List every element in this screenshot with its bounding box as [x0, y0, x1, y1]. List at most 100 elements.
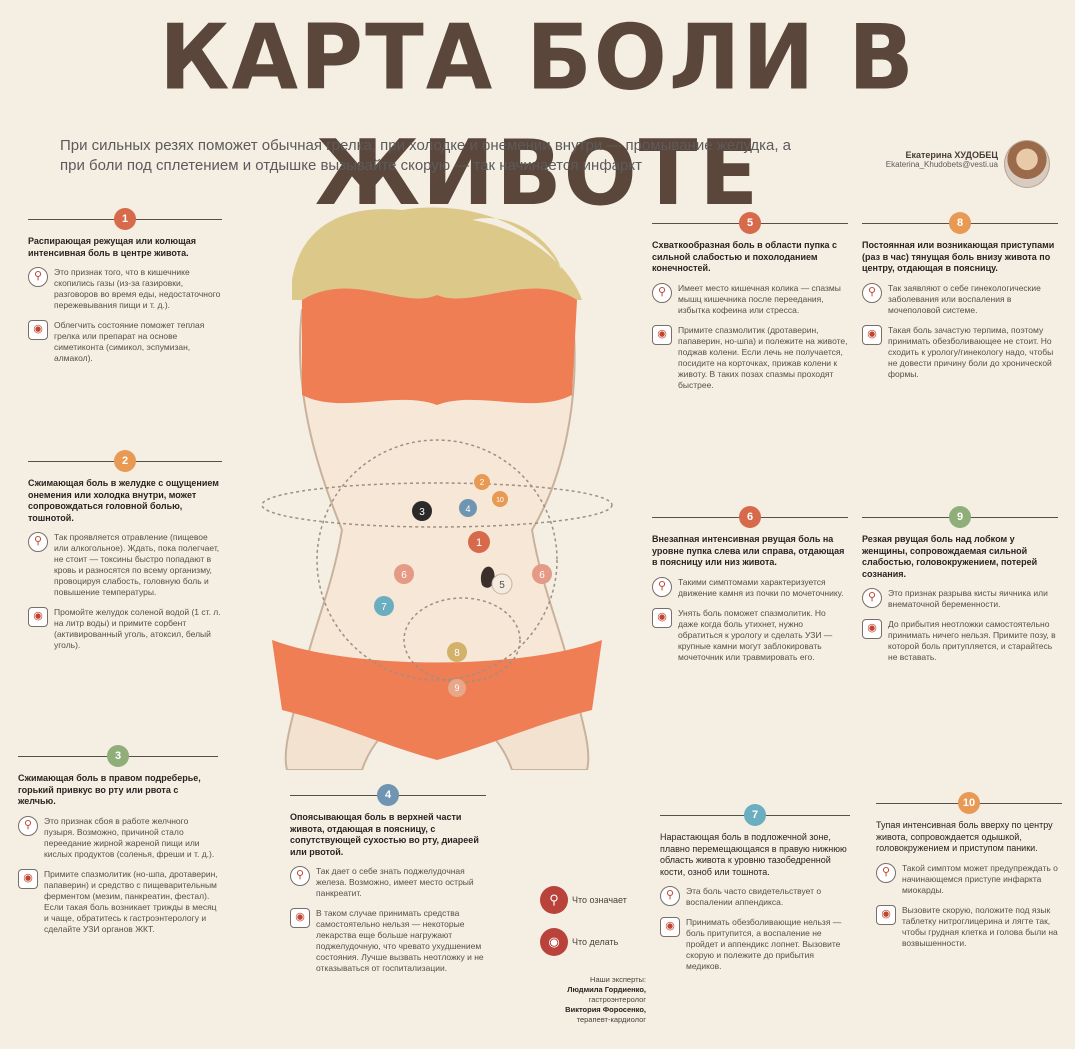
author-block: Екатерина ХУДОБЕЦ Ekaterina_Khudobets@ve…: [848, 150, 998, 169]
section-6: 6 Внезапная интенсивная рвущая боль на у…: [652, 506, 848, 672]
zone-circle-main: [316, 439, 558, 681]
section-todo: Принимать обезболивающие нельзя — боль п…: [686, 917, 842, 971]
section-todo: Примите спазмолитик (но-шпа, дротаверин,…: [44, 868, 218, 934]
magnifier-icon: ⚲: [862, 588, 882, 608]
legend-means: ⚲Что означает: [540, 886, 650, 914]
marker-label: 6: [539, 570, 545, 581]
marker-label: 3: [419, 507, 425, 518]
section-todo: В таком случае принимать средства самост…: [316, 908, 484, 973]
section-heading: Резкая рвущая боль над лобком у женщины,…: [862, 534, 1038, 579]
marker-label: 6: [401, 570, 407, 581]
expert-2-role: терапевт-кардиолог: [576, 1015, 646, 1024]
camera-icon: ◉: [28, 607, 48, 627]
section-todo: Вызовите скорую, положите под язык табле…: [902, 904, 1058, 948]
section-heading: Опоясывающая боль в верхней части живота…: [290, 812, 479, 857]
experts-block: Наши эксперты: Людмила Гордиенко, гастро…: [496, 975, 646, 1025]
section-1: 1 Распирающая режущая или колющая интенс…: [28, 208, 222, 373]
magnifier-icon: ⚲: [876, 862, 896, 883]
marker-label: 8: [454, 648, 460, 659]
section-means: Это признак разрыва кисты яичника или вн…: [888, 588, 1048, 609]
marker-7: 7: [374, 596, 394, 616]
section-todo: Унять боль поможет спазмолитик. Но даже …: [678, 607, 833, 662]
section-number: 7: [744, 804, 766, 826]
hair: [292, 207, 582, 300]
marker-6-left: 6: [394, 564, 414, 584]
section-means: Так проявляется отравление (пищевое или …: [54, 532, 220, 597]
experts-heading: Наши эксперты:: [590, 975, 646, 984]
magnifier-icon: ⚲: [540, 886, 568, 914]
section-heading: Тупая интенсивная боль вверху по центру …: [876, 820, 1053, 853]
marker-label: 7: [381, 602, 387, 613]
section-means: Имеет место кишечная колика — спазмы мыш…: [678, 282, 841, 315]
section-number: 9: [949, 506, 971, 528]
section-number: 6: [739, 506, 761, 528]
zone-ellipse-waist: [261, 482, 613, 528]
section-8: 8 Постоянная или возникающая приступами …: [862, 212, 1058, 389]
author-email: Ekaterina_Khudobets@vesti.ua: [885, 160, 998, 169]
camera-icon: ◉: [290, 908, 310, 928]
magnifier-icon: ⚲: [28, 267, 48, 287]
section-means: Эта боль часто свидетельствует о воспале…: [686, 886, 822, 907]
marker-3: 3: [412, 501, 432, 521]
section-means: Так дает о себе знать поджелудочная желе…: [316, 866, 474, 898]
bikini-top: [302, 288, 577, 405]
marker-label: 1: [476, 537, 482, 549]
section-number: 8: [949, 212, 971, 234]
author-avatar: [1004, 140, 1050, 188]
section-2: 2 Сжимающая боль в желудке с ощущением о…: [28, 450, 222, 660]
marker-9: 9: [448, 679, 466, 697]
marker-6-right: 6: [532, 564, 552, 584]
section-heading: Сжимающая боль в правом подреберье, горь…: [18, 773, 201, 806]
section-todo: Примите спазмолитик (дротаверин, папавер…: [678, 324, 848, 390]
section-9: 9 Резкая рвущая боль над лобком у женщин…: [862, 506, 1058, 672]
page-title: КАРТА БОЛИ В ЖИВОТЕ: [159, 5, 916, 227]
camera-icon: ◉: [540, 928, 568, 956]
section-todo: Промойте желудок соленой водой (1 ст. л.…: [54, 607, 221, 650]
bikini-bottom: [272, 640, 602, 760]
camera-icon: ◉: [28, 320, 48, 340]
section-heading: Внезапная интенсивная рвущая боль на уро…: [652, 534, 845, 567]
section-heading: Нарастающая боль в подложечной зоне, пла…: [660, 832, 847, 877]
navel: [480, 566, 495, 588]
legend-todo: ◉Что делать: [540, 928, 650, 956]
section-heading: Сжимающая боль в желудке с ощущением оне…: [28, 478, 219, 523]
magnifier-icon: ⚲: [660, 886, 680, 906]
marker-label: 4: [465, 504, 470, 514]
camera-icon: ◉: [652, 324, 672, 345]
section-todo: Такая боль зачастую терпима, поэтому при…: [888, 324, 1054, 379]
expert-2-name: Виктория Форосенко,: [565, 1005, 646, 1014]
section-number: 2: [114, 450, 136, 472]
camera-icon: ◉: [652, 607, 672, 628]
section-means: Это признак того, что в кишечнике скопил…: [54, 267, 221, 310]
marker-label: 9: [454, 683, 459, 693]
section-heading: Схваткообразная боль в области пупка с с…: [652, 240, 838, 273]
author-name: Екатерина ХУДОБЕЦ: [905, 150, 998, 160]
section-todo: Облегчить состояние поможет теплая грелк…: [54, 320, 205, 363]
section-3: 3 Сжимающая боль в правом подреберье, го…: [18, 745, 218, 944]
marker-label: 10: [496, 497, 504, 504]
magnifier-icon: ⚲: [290, 866, 310, 886]
magnifier-icon: ⚲: [28, 532, 48, 552]
section-number: 1: [114, 208, 136, 230]
abdomen-figure: 1 2 10 3 4 5 6 6 7 8 9: [261, 207, 613, 770]
section-7: 7 Нарастающая боль в подложечной зоне, п…: [660, 804, 850, 981]
marker-label: 2: [480, 478, 485, 487]
section-number: 4: [377, 784, 399, 806]
marker-8: 8: [447, 642, 467, 662]
camera-icon: ◉: [18, 868, 38, 889]
section-means: Такими симптомами характеризуется движен…: [678, 576, 844, 598]
section-means: Такой симптом может предупреждать о начи…: [902, 862, 1058, 895]
section-heading: Распирающая режущая или колющая интенсив…: [28, 236, 197, 258]
marker-1: 1: [468, 531, 490, 553]
section-5: 5 Схваткообразная боль в области пупка с…: [652, 212, 848, 400]
marker-2: 2: [474, 474, 490, 490]
lead-paragraph: При сильных резях поможет обычная грелка…: [60, 137, 792, 174]
section-10: 10 Тупая интенсивная боль вверху по цент…: [876, 792, 1062, 958]
section-number: 3: [107, 745, 129, 767]
legend: ⚲Что означает ◉Что делать: [540, 886, 650, 970]
marker-10: 10: [492, 491, 508, 507]
section-todo: До прибытия неотложки самостоятельно при…: [888, 619, 1056, 662]
magnifier-icon: ⚲: [652, 576, 672, 597]
section-number: 5: [739, 212, 761, 234]
section-means: Так заявляют о себе гинекологические заб…: [888, 282, 1041, 315]
